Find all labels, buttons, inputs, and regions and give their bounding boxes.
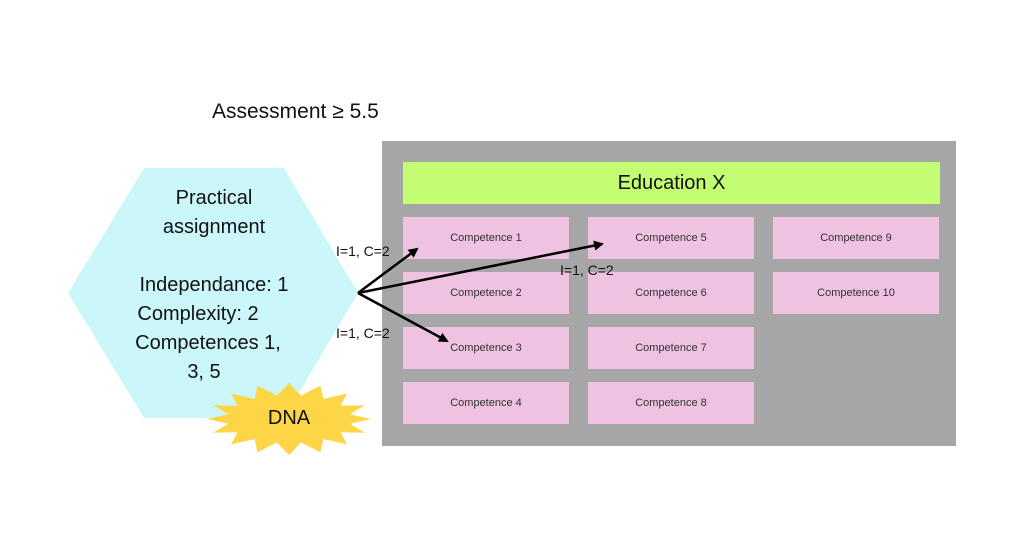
competence-card-3: Competence 3 [403,327,569,369]
assignment-competences-cont: 3, 5 [187,361,221,383]
competence-card-7: Competence 7 [588,327,754,369]
competence-card-10: Competence 10 [773,272,939,314]
assessment-title: Assessment ≥ 5.5 [212,100,379,123]
competence-card-8: Competence 8 [588,382,754,424]
edge-label-competence-5: I=1, C=2 [560,262,614,278]
edge-label-competence-3: I=1, C=2 [336,325,390,341]
assignment-text: Practical assignment Independance: 1 Com… [100,184,328,387]
edge-label-competence-1: I=1, C=2 [336,243,390,259]
competence-card-5: Competence 5 [588,217,754,259]
arrow-to-competence-1 [357,247,419,295]
arrow-to-competence-3 [357,291,449,343]
competence-card-1: Competence 1 [403,217,569,259]
assignment-independence: Independance: 1 [139,274,289,296]
competence-card-6: Competence 6 [588,272,754,314]
assignment-competences: Competences 1, [135,332,281,354]
dna-badge: DNA [267,407,311,429]
arrow-to-competence-5 [357,240,604,295]
education-header: Education X [403,162,940,204]
assignment-title-line1: Practical [175,187,253,209]
competence-card-4: Competence 4 [403,382,569,424]
competence-card-9: Competence 9 [773,217,939,259]
assignment-hexagon [68,168,358,418]
assignment-complexity: Complexity: 2 [137,303,259,325]
dna-burst [207,383,371,455]
education-panel: Education X Competence 1 Competence 2 Co… [382,141,956,446]
assignment-title-line2: assignment [162,216,266,238]
